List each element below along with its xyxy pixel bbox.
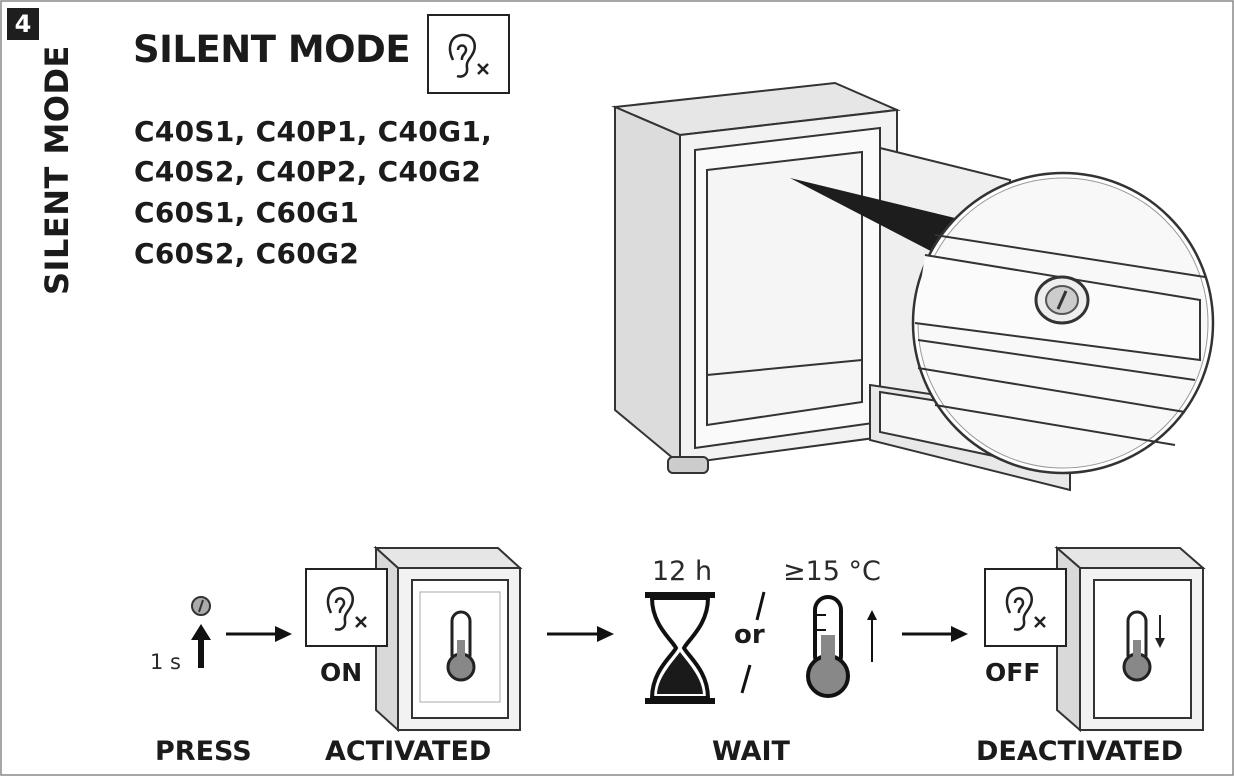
model-list-line: C40S1, C40P1, C40G1, xyxy=(134,115,493,148)
temperature-threshold: ≥15 °C xyxy=(783,556,881,587)
press-up-arrow-icon xyxy=(191,624,211,668)
thermometer-icon-off xyxy=(1122,610,1165,682)
ear-muted-icon-off xyxy=(984,568,1067,647)
or-divider-slashes xyxy=(740,591,766,694)
hourglass-icon xyxy=(645,592,715,704)
temp-up-arrow-icon xyxy=(867,610,877,662)
model-list-line: C60S2, C60G2 xyxy=(134,237,360,270)
step-label-wait: WAIT xyxy=(712,736,790,767)
arrow-right-icon-2 xyxy=(547,626,614,642)
side-title: SILENT MODE xyxy=(38,45,76,295)
fridge-illustration xyxy=(611,81,1215,492)
ear-muted-icon xyxy=(427,14,510,94)
model-list-line: C60S1, C60G1 xyxy=(134,196,360,229)
press-duration: 1 s xyxy=(150,650,181,674)
fridge-activated-icon xyxy=(373,545,523,733)
step-number-badge: 4 xyxy=(7,8,39,40)
step-label-activated: ACTIVATED xyxy=(325,736,492,767)
arrow-right-icon-1 xyxy=(226,626,292,642)
page-title: SILENT MODE xyxy=(133,28,411,71)
thermometer-temp-icon xyxy=(806,595,850,698)
arrow-right-icon-3 xyxy=(902,626,968,642)
step-label-press: PRESS xyxy=(155,736,252,767)
thermometer-icon xyxy=(446,610,476,682)
ear-muted-icon-on xyxy=(305,568,388,647)
step-label-deactivated: DEACTIVATED xyxy=(976,736,1184,767)
off-label: OFF xyxy=(985,658,1041,687)
round-button-icon xyxy=(191,596,211,616)
on-label: ON xyxy=(320,658,363,687)
or-label: or xyxy=(734,620,765,650)
wait-duration: 12 h xyxy=(652,556,713,587)
model-list-line: C40S2, C40P2, C40G2 xyxy=(134,155,482,188)
